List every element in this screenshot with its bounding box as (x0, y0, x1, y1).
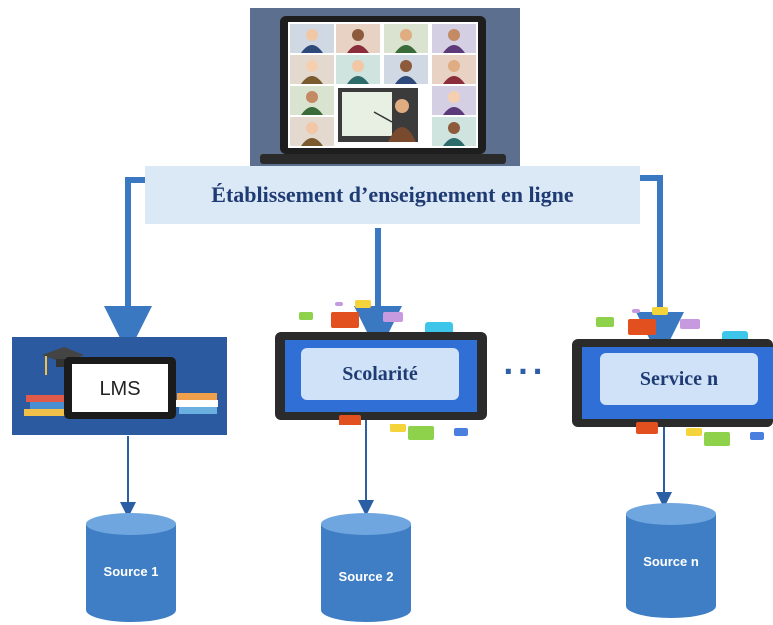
institution-title: Établissement d’enseignement en ligne (211, 182, 574, 207)
participant-head (352, 29, 364, 41)
service-n-service: Service n (572, 305, 773, 430)
participant-body (301, 45, 323, 53)
participant-body (301, 107, 323, 115)
participant-head (306, 29, 318, 41)
source-2-label: Source 2 (339, 569, 394, 584)
database-source-n: Source n (626, 503, 716, 618)
decor-blocks (390, 424, 468, 440)
source-n-label: Source n (643, 554, 699, 569)
arrow-to-lms (104, 177, 152, 354)
service-n-label-box: Service n (600, 353, 758, 405)
video-conference-laptop-icon (250, 8, 520, 166)
participant-head (448, 29, 460, 41)
decor-blocks (636, 422, 764, 446)
database-source-2: Source 2 (321, 513, 411, 622)
participant-head (448, 122, 460, 134)
participant-head (400, 60, 412, 72)
tablet-icon: LMS (64, 357, 176, 419)
participant-body (347, 45, 369, 53)
database-source-1: Source 1 (86, 513, 176, 622)
scolarite-label: Scolarité (342, 362, 418, 385)
participant-body (395, 76, 417, 84)
pointer (373, 111, 393, 123)
participant-body (347, 76, 369, 84)
participant-body (443, 45, 465, 53)
participant-head (306, 60, 318, 72)
source-1-label: Source 1 (104, 564, 159, 579)
participant-body (443, 138, 465, 146)
books-icon (24, 393, 218, 416)
scolarite-service: Scolarité (275, 300, 490, 425)
participant-head (306, 91, 318, 103)
service-n-label: Service n (639, 367, 719, 390)
teacher-head (395, 99, 409, 113)
participant-body (395, 45, 417, 53)
participant-body (443, 76, 465, 84)
ellipsis: ··· (503, 355, 547, 388)
lms-label: LMS (99, 378, 140, 400)
participant-head (448, 60, 460, 72)
participant-body (443, 107, 465, 115)
arrow-to-service-n (636, 175, 684, 360)
participant-body (301, 76, 323, 84)
teacher-body (388, 127, 416, 142)
institution-banner: Établissement d’enseignement en ligne (145, 166, 640, 224)
participant-body (301, 138, 323, 146)
participant-head (306, 122, 318, 134)
lms-service: LMS (12, 337, 227, 435)
participant-head (448, 91, 460, 103)
participant-head (352, 60, 364, 72)
whiteboard (342, 92, 392, 136)
scolarite-label-box: Scolarité (301, 348, 459, 400)
participant-head (400, 29, 412, 41)
